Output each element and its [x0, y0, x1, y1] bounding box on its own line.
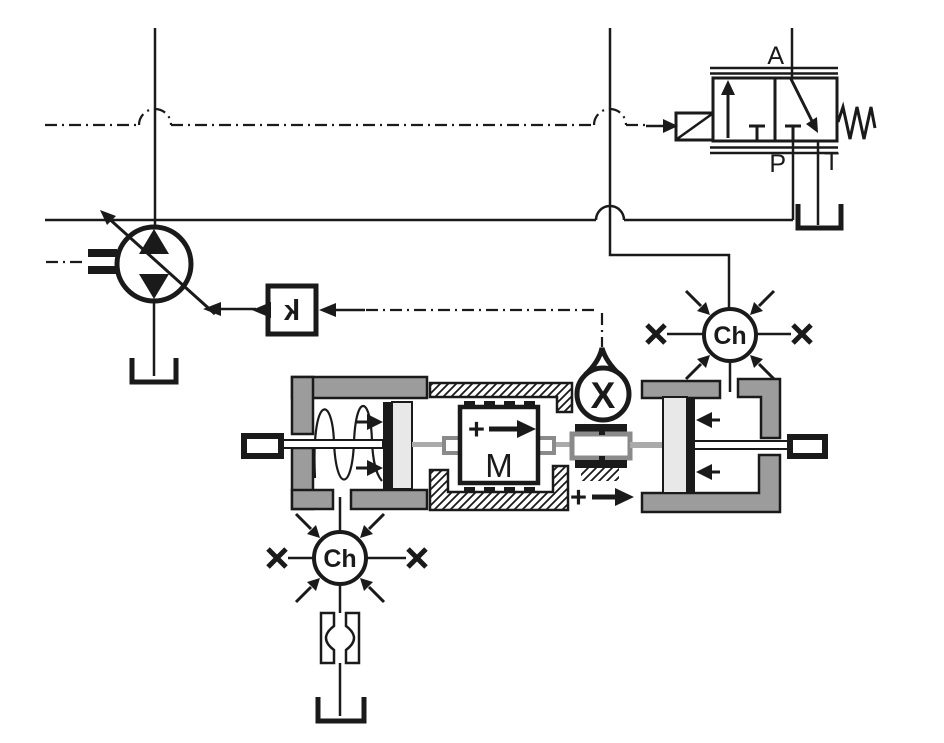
- rod-plus-label: +: [570, 482, 587, 514]
- housing-bottom-wall: [640, 453, 782, 514]
- rod-link: [630, 442, 663, 448]
- flow-arrow-diagonal-head: [806, 117, 818, 133]
- sensor-tap: [599, 456, 605, 460]
- motor-port: [536, 436, 556, 455]
- housing-top-wall: [640, 379, 722, 400]
- sensor-circle: [574, 365, 632, 423]
- gain-label: k: [283, 295, 300, 327]
- sensor-contact-bar: [575, 424, 627, 432]
- motor-label: M: [485, 447, 513, 484]
- housing-bottom-wall: [349, 488, 429, 511]
- variable-arrow: [104, 214, 217, 316]
- piston-body: [662, 396, 688, 494]
- motor-plus-label: +: [468, 414, 485, 446]
- flow-arrow-up-head: [721, 80, 735, 95]
- valve-position-left: [711, 76, 777, 143]
- motor-block: + M: [412, 401, 572, 491]
- piston-face: [383, 402, 392, 489]
- variable-arrow-head: [100, 210, 116, 225]
- shaft-icon: [88, 266, 117, 274]
- position-sensor: X +: [569, 347, 634, 514]
- compression-arrows: [684, 289, 776, 381]
- closed-port-x-icon: [645, 323, 813, 345]
- chamber-node-right: Ch: [645, 289, 813, 392]
- pump-triangle-down: [139, 274, 169, 299]
- flow-arrow-diagonal: [789, 78, 814, 122]
- rod-anchor: [241, 433, 284, 459]
- variable-pump: [88, 210, 217, 385]
- tank-icon: [315, 697, 367, 724]
- gain-block: k: [203, 283, 365, 337]
- fixed-frame: [428, 381, 574, 512]
- housing-top-right-wall: [736, 377, 782, 440]
- shaft-icon: [88, 249, 117, 257]
- port-t-label: T: [824, 148, 839, 176]
- frame-bottom-rail: [428, 464, 570, 512]
- rod-link: [556, 442, 572, 447]
- rod-direction-arrow-head: [615, 488, 634, 506]
- rod-anchor: [787, 434, 828, 459]
- housing-left-wall: [290, 375, 315, 436]
- solenoid-icon: [674, 111, 715, 142]
- sensor-label: X: [591, 375, 616, 416]
- force-arrow-head: [367, 460, 383, 476]
- solenoid-input-arrow-head: [663, 119, 678, 133]
- motor-box: [457, 404, 541, 486]
- tank-icon: [129, 358, 179, 385]
- rod-link: [412, 442, 444, 447]
- gain-box: [265, 283, 319, 337]
- orifice-icon: [319, 611, 361, 665]
- left-cylinder: [241, 375, 429, 511]
- force-arrow-head: [367, 414, 383, 430]
- chamber-label: Ch: [323, 545, 356, 573]
- closed-port-x-icon: [266, 547, 428, 569]
- pilot-line-hop: [137, 107, 173, 126]
- right-cylinder: [630, 377, 828, 514]
- sensor-contact-bar: [575, 460, 627, 468]
- port-a-label: A: [767, 42, 784, 70]
- tank-icon: [795, 204, 844, 231]
- gain-output-arrow-head: [203, 302, 221, 316]
- gain-box-left-arrow: [252, 302, 271, 318]
- motor-direction-arrow-head: [517, 420, 536, 438]
- proportional-valve: A P T: [646, 42, 877, 231]
- sensor-tap: [599, 431, 605, 435]
- housing-bottom-foot: [290, 488, 335, 511]
- valve-spring-icon: [836, 101, 877, 140]
- pump-triangle-up: [139, 229, 169, 254]
- ground-hatch: [581, 468, 619, 481]
- supply-to-chamber-line: [608, 28, 731, 309]
- port-p-label: P: [769, 150, 786, 178]
- chamber-node-bottom: Ch: [266, 497, 428, 724]
- force-arrow-head: [696, 464, 712, 480]
- piston-rod: [693, 440, 790, 450]
- compression-arrows: [294, 512, 386, 604]
- motor-port: [442, 436, 462, 455]
- piston-rod: [282, 439, 384, 449]
- piston-body: [391, 401, 413, 490]
- sensor-slider: [569, 431, 633, 461]
- chamber-label: Ch: [713, 322, 746, 350]
- force-arrow-head: [696, 412, 712, 428]
- pressure-lines: [45, 28, 820, 309]
- gain-box-right-arrow: [319, 303, 336, 317]
- pilot-control-lines: [45, 107, 645, 347]
- piston-face: [687, 397, 695, 493]
- frame-top-rail: [428, 381, 574, 414]
- pilot-line-hop: [592, 107, 628, 126]
